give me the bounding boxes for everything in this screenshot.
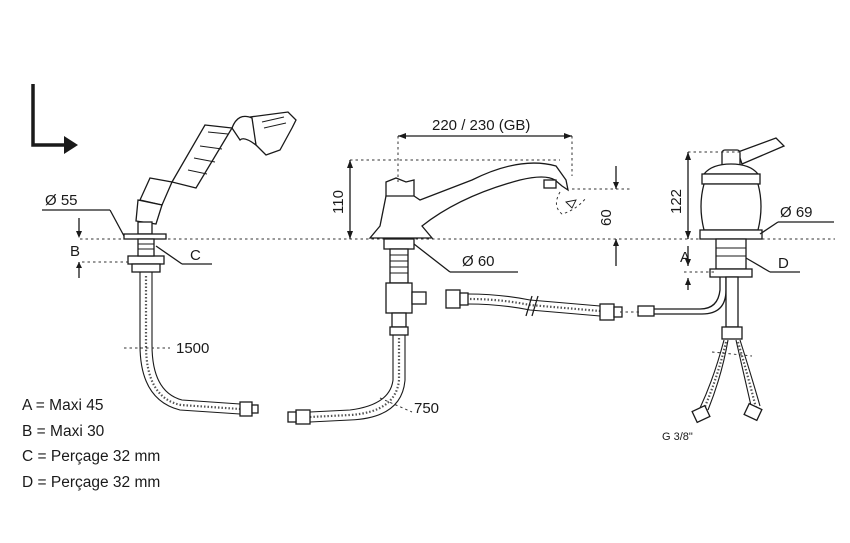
connection-thread-label: G 3/8" [662,431,693,443]
spout-base-diameter-label: Ø 60 [462,253,495,270]
corner-arrow-icon [31,84,78,154]
dim-a: A [680,246,716,290]
marker-d: D [778,255,789,272]
mixer-valve [699,137,786,340]
dim-b: B [70,218,128,278]
shower-diameter-label: Ø 55 [45,192,78,209]
legend: A = Maxi 45 B = Maxi 30 C = Perçage 32 m… [22,393,160,495]
dim-spout-reach: 220 / 230 (GB) [397,117,573,182]
marker-b: B [70,243,80,260]
connecting-hose [445,275,727,321]
valve-diameter-label: Ø 69 [780,204,813,221]
supply-hoses [691,339,763,424]
dim-shower-diameter: Ø 55 [42,192,125,237]
dim-spout-base-diameter: Ø 60 [413,243,518,273]
dim-spout-drop: 60 [556,166,630,266]
spout-drop-label: 60 [598,209,615,226]
legend-item-a: A = Maxi 45 [22,397,104,414]
dim-shower-hose: 1500 [124,340,209,357]
dim-d: D [745,255,800,273]
hose-shower-length-label: 1500 [176,340,209,357]
dim-spout-height: 110 [330,159,560,239]
marker-c: C [190,247,201,264]
dim-spout-hose: 750 [379,397,439,417]
hose-spout-length-label: 750 [414,400,439,417]
dim-c: C [155,245,212,265]
dim-valve-diameter: Ø 69 [759,204,834,235]
legend-item-b: B = Maxi 30 [22,422,105,440]
marker-a: A [680,249,690,266]
hand-shower [123,111,297,273]
spout-height-label: 110 [330,190,347,214]
legend-item-d: D = Perçage 32 mm [22,473,161,491]
dim-thread: G 3/8" [662,351,753,443]
shower-hose [139,272,259,417]
legend-item-c: C = Perçage 32 mm [22,448,161,465]
break-marks [525,295,640,317]
spout-hose [287,335,406,425]
spout-reach-label: 220 / 230 (GB) [432,117,530,134]
valve-height-label: 122 [668,189,685,214]
bath-spout [368,162,569,336]
dim-valve-height: 122 [668,151,740,239]
